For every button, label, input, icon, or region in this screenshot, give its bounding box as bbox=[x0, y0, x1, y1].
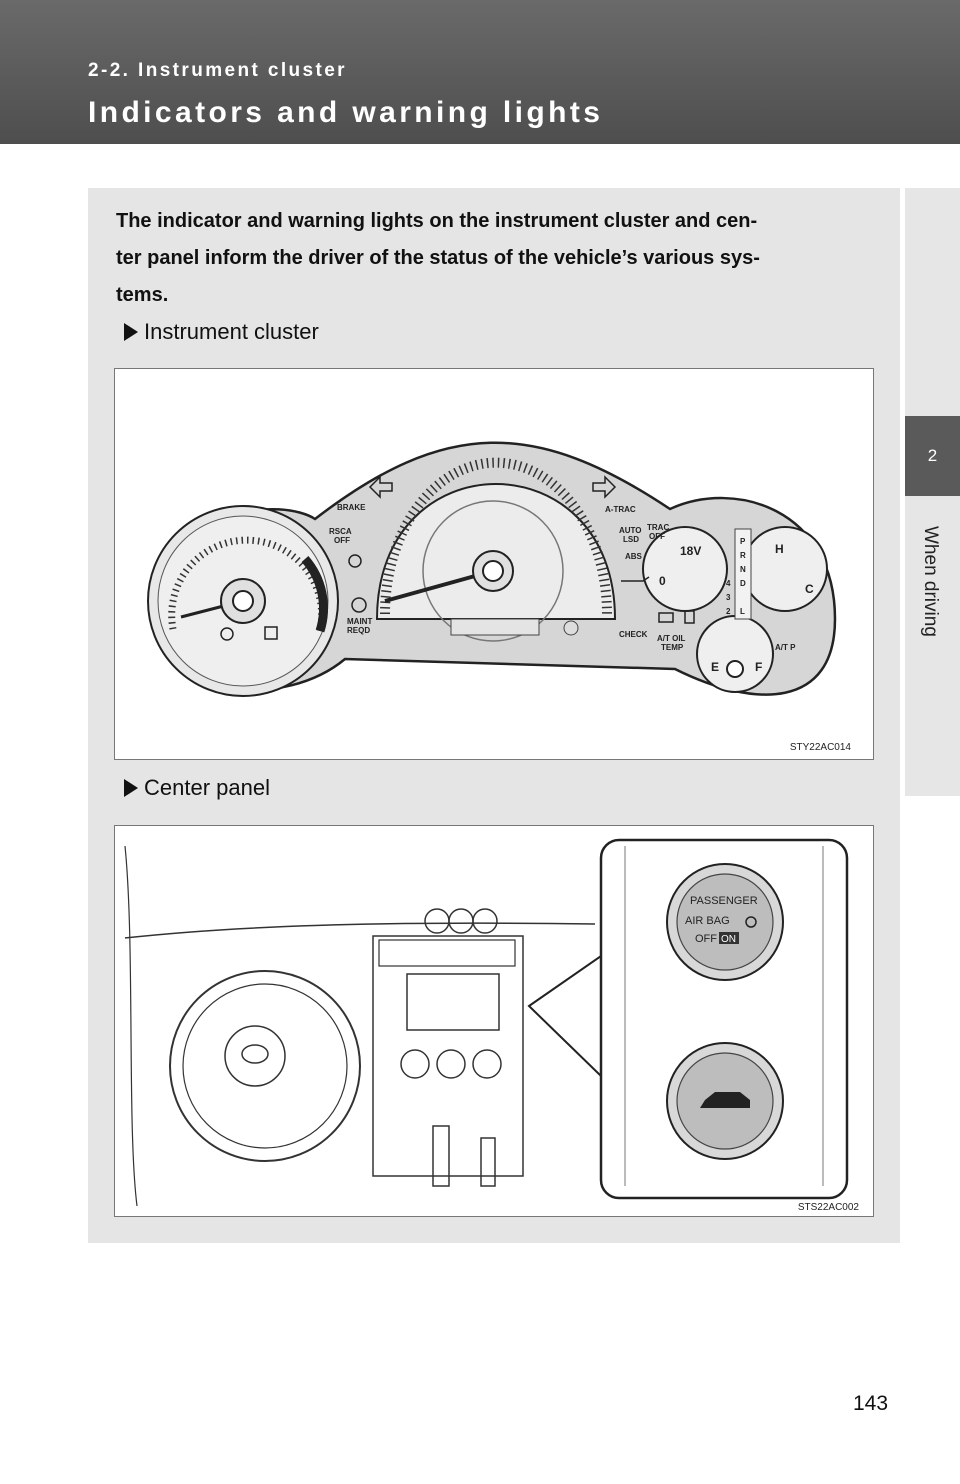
car-with-key-icon bbox=[700, 1092, 750, 1108]
maint-reqd-label: REQD bbox=[347, 626, 370, 635]
chapter-label: When driving bbox=[920, 526, 941, 637]
callout-box bbox=[599, 838, 849, 1200]
gear-label: D bbox=[740, 579, 746, 588]
windshield-pillar bbox=[124, 845, 138, 1207]
side-tab-strip bbox=[905, 496, 960, 796]
airbag-on-badge bbox=[719, 932, 739, 944]
check-engine-label: CHECK bbox=[619, 630, 648, 639]
dash-gauge-pod bbox=[472, 908, 498, 934]
steering-wheel bbox=[169, 970, 361, 1162]
a-trac-label: A-TRAC bbox=[605, 505, 636, 514]
gear-label: 4 bbox=[726, 579, 731, 588]
airbag-off-label: OFF bbox=[695, 933, 717, 945]
battery-charge-icon bbox=[658, 612, 674, 623]
center-vents bbox=[378, 939, 516, 967]
instrument-cluster-illustration: BRAKE RSCA OFF MAINT REQD A-TRAC AUTO LS… bbox=[147, 441, 852, 753]
center-stack bbox=[372, 935, 524, 1177]
intro-paragraph: The indicator and warning lights on the … bbox=[116, 203, 876, 314]
chapter-side-tab: 2 When driving bbox=[905, 188, 960, 1288]
right-turn-signal-icon bbox=[592, 475, 617, 499]
gear-label: R bbox=[740, 551, 746, 560]
subheading-center-panel: Center panel bbox=[124, 775, 270, 801]
dash-gauge-pod bbox=[424, 908, 450, 934]
page-number: 143 bbox=[853, 1392, 889, 1415]
page-title: Indicators and warning lights bbox=[88, 96, 604, 129]
airbag-seat-icon bbox=[745, 916, 757, 928]
climate-knob bbox=[436, 1049, 466, 1079]
passenger-airbag-indicator-face bbox=[676, 873, 774, 971]
center-panel-figure: PASSENGER AIR BAG OFF ON STS22AC002 bbox=[114, 825, 874, 1217]
door-open-icon bbox=[264, 626, 278, 640]
dashboard-outline bbox=[124, 922, 596, 939]
temp-hot-label: H bbox=[775, 542, 784, 556]
center-panel-illustration: PASSENGER AIR BAG OFF ON STS22AC002 bbox=[124, 838, 860, 1213]
air-bag-label: AIR BAG bbox=[685, 915, 730, 927]
fuel-full-label: F bbox=[755, 660, 762, 674]
rsca-off-label: OFF bbox=[334, 536, 350, 545]
intro-line: The indicator and warning lights on the … bbox=[116, 210, 758, 232]
maint-reqd-label: MAINT bbox=[347, 617, 372, 626]
chapter-number: 2 bbox=[905, 416, 960, 496]
fuel-gauge-hub bbox=[726, 660, 744, 678]
gear-label: 2 bbox=[726, 607, 731, 616]
oil-pressure-icon bbox=[621, 576, 650, 582]
at-oil-temp-label: A/T OIL bbox=[657, 634, 686, 643]
speedometer-inner-ring bbox=[422, 500, 564, 642]
gear-label: N bbox=[740, 565, 746, 574]
passenger-label: PASSENGER bbox=[690, 895, 758, 907]
shift-lever bbox=[432, 1125, 450, 1187]
toyota-emblem-icon bbox=[241, 1044, 269, 1064]
intro-line: tems. bbox=[116, 284, 169, 306]
gear-label: L bbox=[740, 607, 745, 616]
gear-label: P bbox=[740, 537, 746, 546]
triangle-bullet-icon bbox=[124, 779, 138, 797]
steering-hub bbox=[224, 1025, 286, 1087]
auto-lsd-label: AUTO bbox=[619, 526, 642, 535]
left-turn-signal-icon bbox=[368, 475, 393, 499]
abs-label: ABS bbox=[625, 552, 643, 561]
intro-line: ter panel inform the driver of the statu… bbox=[116, 247, 760, 269]
left-gauge-red-zone bbox=[301, 556, 328, 633]
trac-off-label: TRAC bbox=[647, 523, 669, 532]
odometer-display bbox=[450, 618, 540, 636]
subheading-instrument-cluster: Instrument cluster bbox=[124, 319, 319, 345]
brake-warning-label: BRAKE bbox=[337, 503, 366, 512]
transfer-lever bbox=[480, 1137, 496, 1187]
gear-label: 3 bbox=[726, 593, 731, 602]
chapter-header: 2-2. Instrument cluster Indicators and w… bbox=[0, 0, 960, 144]
voltmeter-max-label: 18V bbox=[680, 544, 701, 558]
rsca-label: RSCA bbox=[329, 527, 352, 536]
figure-code: STY22AC014 bbox=[790, 742, 852, 753]
srs-airbag-icon bbox=[348, 554, 362, 568]
dash-gauge-pod bbox=[448, 908, 474, 934]
fuel-empty-label: E bbox=[711, 660, 719, 674]
audio-display bbox=[406, 973, 500, 1031]
seatbelt-reminder-icon bbox=[220, 627, 234, 641]
trip-reset-knob bbox=[563, 620, 579, 636]
at-oil-temp-label: TEMP bbox=[661, 643, 684, 652]
steering-wheel-inner bbox=[182, 983, 348, 1149]
fuel-gauge bbox=[696, 615, 774, 693]
temperature-gauge bbox=[742, 526, 828, 612]
low-fuel-icon bbox=[684, 610, 695, 624]
gear-indicator bbox=[734, 528, 752, 620]
section-label: 2-2. Instrument cluster bbox=[88, 60, 347, 81]
trac-off-label: OFF bbox=[649, 532, 665, 541]
left-gauge-hub-inner bbox=[232, 590, 254, 612]
triangle-bullet-icon bbox=[124, 323, 138, 341]
voltmeter-min-label: 0 bbox=[659, 574, 666, 588]
side-tab-strip bbox=[905, 188, 960, 416]
speedometer-hub-inner bbox=[482, 560, 504, 582]
instrument-cluster-figure: BRAKE RSCA OFF MAINT REQD A-TRAC AUTO LS… bbox=[114, 368, 874, 760]
at-p-label: A/T P bbox=[775, 643, 796, 652]
temp-cold-label: C bbox=[805, 582, 814, 596]
climate-knob bbox=[400, 1049, 430, 1079]
callout-pointer bbox=[527, 954, 602, 1079]
tire-pressure-icon bbox=[351, 597, 367, 613]
figure-code: STS22AC002 bbox=[798, 1202, 860, 1213]
airbag-on-label: ON bbox=[721, 934, 736, 945]
auto-lsd-label: LSD bbox=[623, 535, 639, 544]
climate-knob bbox=[472, 1049, 502, 1079]
